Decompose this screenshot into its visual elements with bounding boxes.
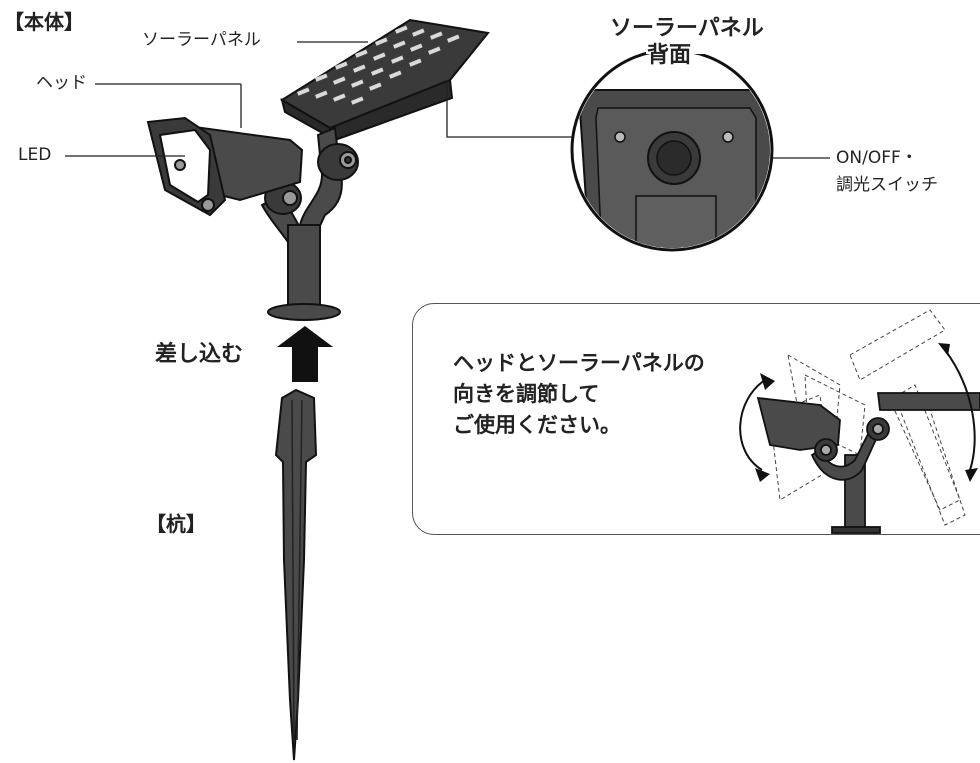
switch-label-line2: 調光スイッチ	[836, 175, 938, 195]
onoff-dimmer-switch	[656, 140, 692, 176]
insert-label: 差し込む	[155, 342, 244, 367]
inset-title-line1: ソーラーパネル	[610, 16, 764, 41]
solar-panel	[280, 18, 490, 143]
led-head	[146, 116, 304, 217]
instruction-line2: 向きを調節して	[453, 382, 600, 406]
section-stake-title: 【杭】	[146, 512, 206, 536]
led-label: LED	[18, 145, 52, 165]
section-body-title: 【本体】	[4, 10, 84, 34]
inset-title-line2: 背面	[647, 43, 692, 68]
panel-back-inset	[570, 40, 774, 252]
solar-cells	[297, 25, 460, 105]
switch-label-line1: ON/OFF・	[836, 148, 918, 168]
adjustment-callout-box	[412, 303, 980, 535]
head-label: ヘッド	[36, 73, 87, 93]
insert-arrow	[277, 326, 333, 382]
adjustment-instructions: ヘッドとソーラーパネルの 向きを調節して ご使用ください。	[453, 348, 705, 441]
instruction-line1: ヘッドとソーラーパネルの	[453, 351, 705, 375]
solar-panel-label: ソーラーパネル	[142, 30, 261, 50]
stand-arm	[260, 126, 359, 321]
ground-stake	[274, 388, 318, 761]
adjustment-illustration	[739, 309, 980, 534]
instruction-line3: ご使用ください。	[453, 413, 621, 437]
